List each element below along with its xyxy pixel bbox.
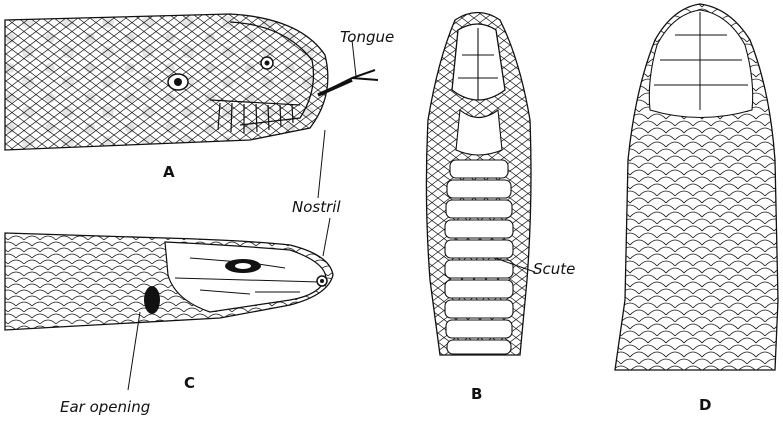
ear-opening <box>144 286 160 314</box>
nostril-leader-a <box>318 130 325 198</box>
panel-b-snake-head-ventral <box>426 13 531 356</box>
panel-c-lizard-head-side <box>5 233 333 330</box>
panel-d-lizard-head-dorsal <box>615 4 778 370</box>
panel-letter-a: A <box>163 163 175 181</box>
panel-letter-b: B <box>471 385 482 403</box>
ear-opening-leader <box>128 312 140 390</box>
panel-letter-d: D <box>699 396 711 414</box>
panel-a-snake-head-side <box>5 14 378 150</box>
label-nostril: Nostril <box>292 198 341 216</box>
label-tongue: Tongue <box>340 28 394 46</box>
label-ear-opening: Ear opening <box>60 398 150 416</box>
panel-letter-c: C <box>184 374 195 392</box>
label-scute: Scute <box>533 260 575 278</box>
ventral-scutes <box>445 160 513 354</box>
nostril-leader-c <box>323 218 330 256</box>
